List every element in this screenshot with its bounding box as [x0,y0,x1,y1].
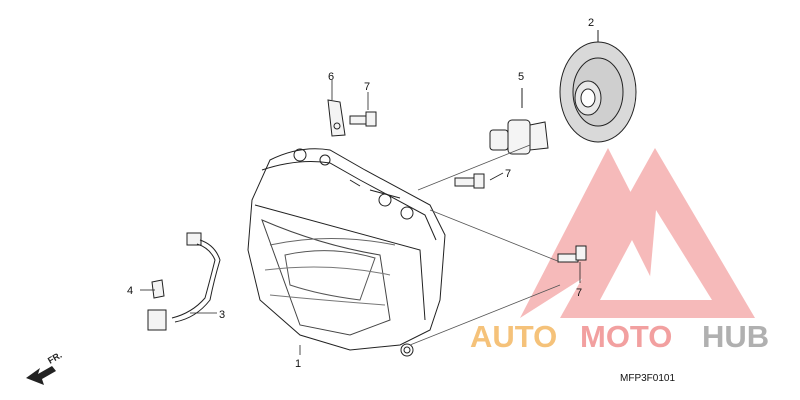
bolts [349,111,587,263]
callout-5: 5 [518,71,524,83]
callout-2: 2 [588,17,594,29]
socket-harness [147,232,221,331]
watermark-hub: HUB [702,319,769,354]
front-arrow-label: FR. [46,350,64,366]
diagram-code: MFP3F0101 [620,373,675,384]
callout-6: 6 [328,71,334,83]
callout-7-top: 7 [364,81,370,93]
front-arrow: FR. [26,350,64,385]
bulb [489,88,549,155]
dust-cover [559,30,637,143]
bracket [327,99,346,137]
watermark-moto: MOTO [580,319,672,354]
callout-1: 1 [295,358,301,370]
watermark-logo [520,148,755,318]
headlight-unit [247,148,446,357]
callout-7-right: 7 [576,287,582,299]
callout-3: 3 [219,309,225,321]
callout-7-mid: 7 [505,168,511,180]
leader-lines [140,80,581,355]
watermark-auto: AUTO [470,319,557,354]
callout-4: 4 [127,285,133,297]
